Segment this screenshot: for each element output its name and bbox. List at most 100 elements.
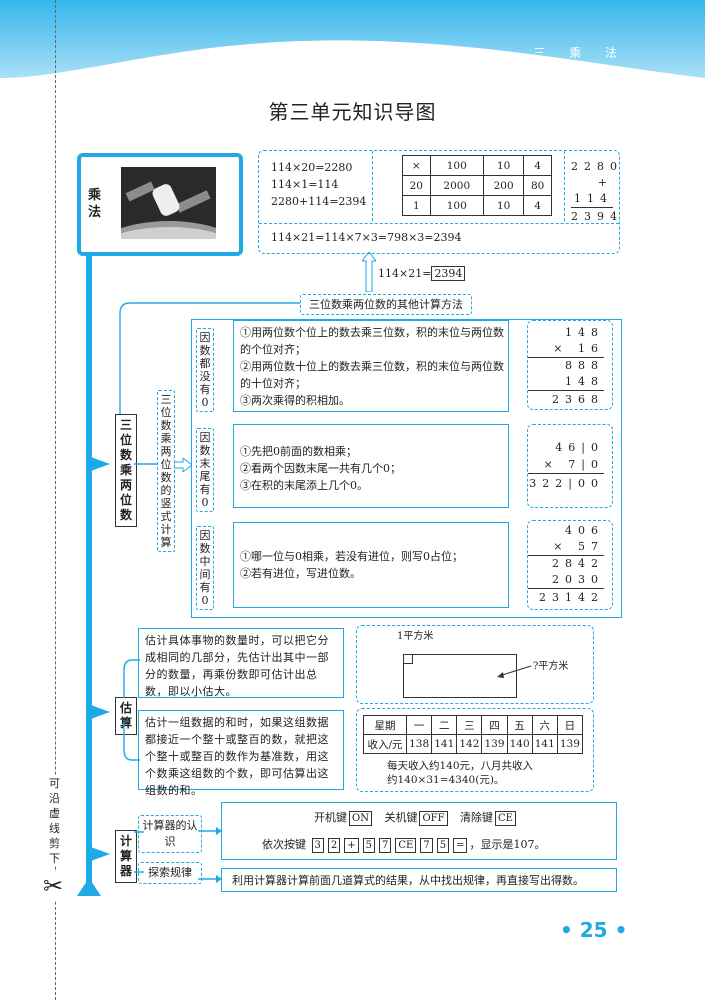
equation-line: 114×1=114 xyxy=(271,178,339,191)
case-rules: ①用两位数个位上的数去乘三位数，积的末位与两位数的个位对齐； ②用两位数十位上的… xyxy=(233,320,509,412)
alt-methods-box: 114×20=2280 114×1=114 2280+114=2394 ×100… xyxy=(258,150,620,254)
equation-line: 2280+114=2394 xyxy=(271,195,367,208)
sequence-key: 7 xyxy=(420,838,433,853)
table-cell: 一 xyxy=(406,715,433,735)
rule-text: ①哪一位与0相乘，若没有进位，则写0占位； xyxy=(240,550,463,563)
calc-line: 2394 xyxy=(571,210,623,223)
space-station-image xyxy=(121,167,216,239)
vertical-calc-cases xyxy=(191,319,622,618)
up-arrow-icon xyxy=(362,252,376,292)
sequence-result: ，显示是107。 xyxy=(469,838,546,851)
table-cell: 10 xyxy=(482,195,525,216)
right-arrow-icon xyxy=(198,827,222,835)
case-calc: 406 × 57 2842 2030 23142 xyxy=(527,520,613,610)
methods-label: 三位数乘两位数的其他计算方法 xyxy=(300,294,472,315)
key-caption: 清除键 xyxy=(460,811,494,824)
table-cell: 收入/元 xyxy=(362,734,408,754)
calc-line: 46|0 xyxy=(555,441,604,454)
table-cell: 4 xyxy=(523,195,552,216)
page-number: • 25 • xyxy=(560,918,627,942)
sequence-key: CE xyxy=(395,838,417,853)
calc-line: 2280 xyxy=(571,160,623,173)
table-cell: 五 xyxy=(506,715,533,735)
vertical-calc-label: 三位数乘两位数的竖式计算 xyxy=(157,390,175,552)
section-arrow-icon xyxy=(88,456,110,472)
calc-line: 148 xyxy=(528,374,604,391)
section-arrow-icon xyxy=(88,704,110,720)
sequence-key: 5 xyxy=(362,838,376,853)
branch-line xyxy=(119,302,300,486)
table-cell: 三 xyxy=(456,715,483,735)
table-cell: 10 xyxy=(482,155,525,176)
calculator-know-label: 计算器的认识 xyxy=(138,815,202,853)
big-rectangle xyxy=(403,654,517,698)
cut-line xyxy=(55,0,56,1000)
case-rules: ①先把0前面的数相乘； ②看两个因数末尾一共有几个0； ③在积的末尾添上几个0。 xyxy=(233,424,509,508)
calc-line: 406 xyxy=(565,524,604,537)
main-node-label: 乘法 xyxy=(88,188,102,220)
chain-equation: 114×21=114×7×3=798×3=2394 xyxy=(271,231,462,244)
sequence-caption: 依次按键 xyxy=(262,838,306,851)
result-equation: 114×21=2394 xyxy=(378,265,466,282)
rule-text: ①用两位数个位上的数去乘三位数，积的末位与两位数的个位对齐； xyxy=(240,326,504,356)
small-square-label: 1平方米 xyxy=(397,631,434,642)
table-cell: 142 xyxy=(456,734,483,754)
table-cell: 80 xyxy=(523,175,552,196)
spine-arrow-icon xyxy=(77,878,101,896)
section-label-estimate: 估算 xyxy=(115,697,137,735)
rule-text: ②若有进位，写进位数。 xyxy=(240,567,361,580)
table-cell: 100 xyxy=(429,195,484,216)
key-caption: 关机键 xyxy=(384,811,418,824)
calc-line: × 7|0 xyxy=(528,456,604,474)
calc-line: 23142 xyxy=(539,591,604,604)
header-banner xyxy=(0,0,705,78)
calc-line: 888 xyxy=(565,359,604,372)
equation-line: 114×20=2280 xyxy=(271,161,353,174)
sequence-key: 2 xyxy=(327,838,341,853)
rule-text: ②用两位数十位上的数去乘三位数，积的末位与两位数的十位对齐； xyxy=(240,360,504,390)
right-arrow-icon xyxy=(198,875,222,883)
table-cell: 四 xyxy=(481,715,508,735)
explore-label: 探索规律 xyxy=(138,862,202,884)
income-table: 星期 一 二 三 四 五 六 日 收入/元 138 141 142 139 14… xyxy=(362,715,584,754)
chapter-label: 三 乘 法 xyxy=(533,46,627,60)
rule-text: ②看两个因数末尾一共有几个0； xyxy=(240,462,401,475)
divider xyxy=(372,151,373,221)
table-cell: 138 xyxy=(406,734,433,754)
calc-line: × 57 xyxy=(528,539,604,556)
table-cell: 200 xyxy=(482,175,525,196)
split-equations: 114×20=2280 114×1=114 2280+114=2394 xyxy=(271,159,366,210)
rule-text: ③在积的末尾添上几个0。 xyxy=(240,479,368,492)
estimate-text-2: 估计一组数据的和时，如果这组数据都接近一个整十或整百的数，就把这个整十或整百的数… xyxy=(138,710,344,797)
estimate-figure: 1平方米 ?平方米 xyxy=(356,625,594,704)
sequence-key: 3 xyxy=(311,838,324,853)
table-cell: 日 xyxy=(556,715,584,735)
on-key: ON xyxy=(349,811,372,826)
case-calc: 46|0 × 7|0 322|00 xyxy=(527,424,613,508)
calc-line: 2030 xyxy=(528,572,604,589)
case-label: 因数末尾有0 xyxy=(196,428,214,512)
divider xyxy=(564,151,565,221)
table-cell: 141 xyxy=(531,734,558,754)
calc-line: + 114 xyxy=(571,175,613,208)
table-cell: 139 xyxy=(556,734,584,754)
sequence-key: + xyxy=(344,838,359,853)
section-label-multiply: 三位数乘两位数 xyxy=(115,414,137,527)
explore-text: 利用计算器计算前面几道算式的结果，从中找出规律，再直接写出得数。 xyxy=(221,868,617,892)
page-title: 第三单元知识导图 xyxy=(268,100,437,124)
sequence-key: = xyxy=(453,838,468,853)
table-cell: 星期 xyxy=(362,715,408,735)
connector-line xyxy=(134,463,158,465)
calc-line: 148 xyxy=(565,326,604,339)
calc-line: 2842 xyxy=(552,557,604,570)
sequence-key: 5 xyxy=(436,838,450,853)
calc-line: × 16 xyxy=(528,341,604,358)
vertical-addition: 2280 + 114 2394 xyxy=(571,159,623,226)
scissors-icon: ✂ xyxy=(43,872,64,900)
table-cell: 20 xyxy=(402,175,431,196)
table-cell: 二 xyxy=(431,715,458,735)
